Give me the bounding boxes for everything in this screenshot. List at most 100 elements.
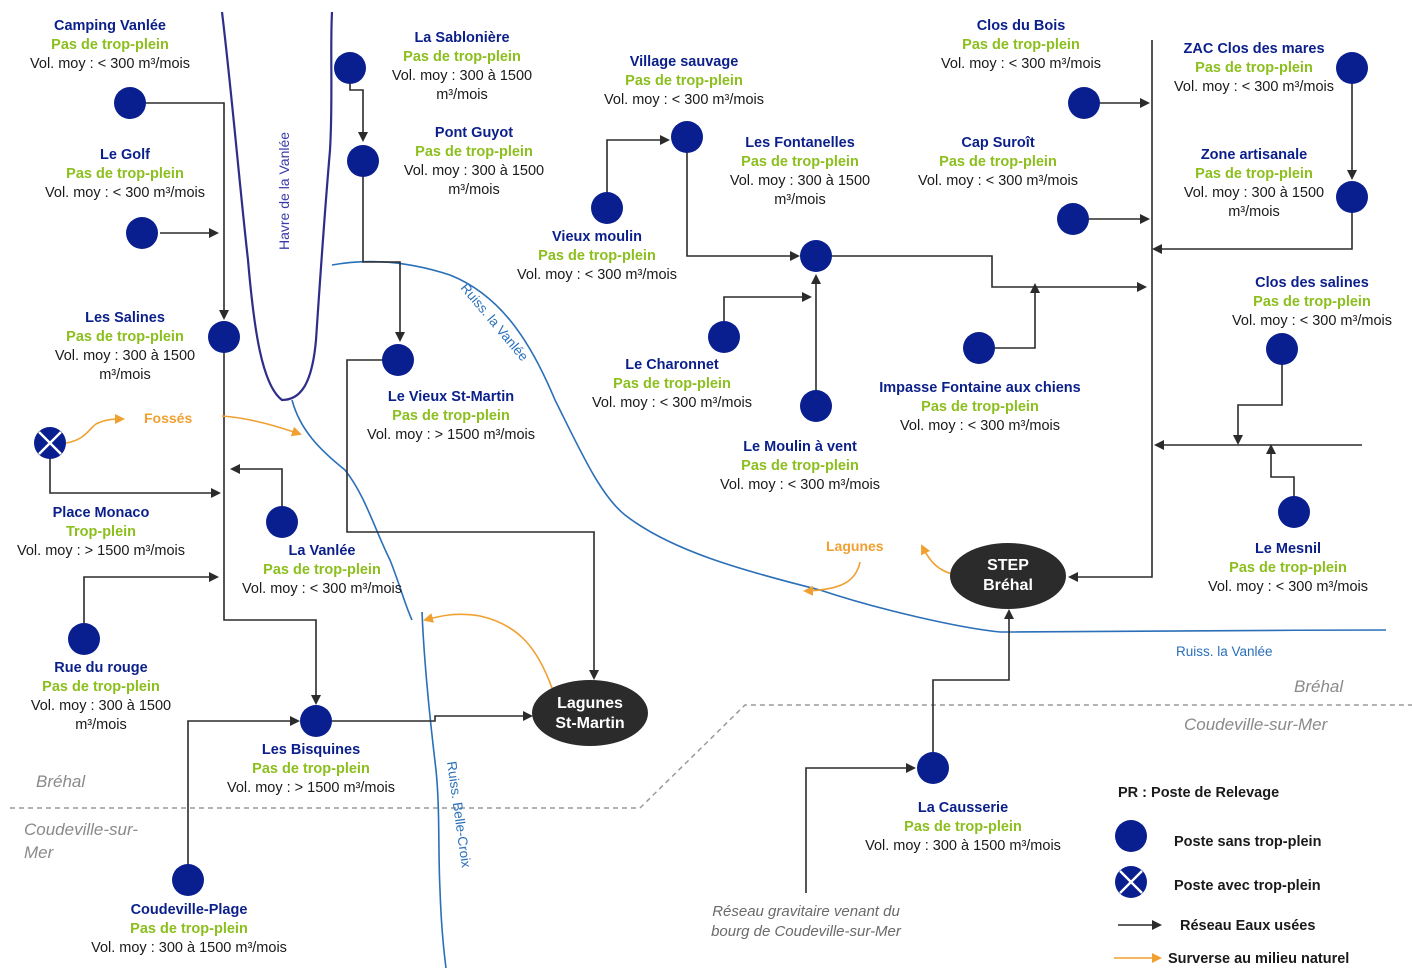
commune-boundary xyxy=(10,704,1412,809)
station-icon xyxy=(347,145,379,177)
station-name: Le Mesnil xyxy=(1255,541,1321,557)
station-volume-unit: m³/mois xyxy=(75,717,127,733)
station-name: Le Charonnet xyxy=(625,357,719,373)
legend-station-icon xyxy=(1115,820,1147,852)
station-volume: Vol. moy : 300 à 1500 xyxy=(730,173,870,189)
station-name: Pont Guyot xyxy=(435,125,513,141)
river-havre-outlet xyxy=(291,399,413,621)
legend: PR : Poste de Relevage Poste sans trop-p… xyxy=(1114,785,1349,967)
station-name: Village sauvage xyxy=(630,54,739,70)
station-volume: Vol. moy : < 300 m³/mois xyxy=(242,581,402,597)
station-icon xyxy=(334,52,366,84)
river-label-belle-croix: Ruiss. Belle-Croix xyxy=(444,760,474,869)
sewer-pipe-12 xyxy=(606,135,670,208)
sewer-pipe-22 xyxy=(1068,40,1153,582)
river-label-lower: Ruiss. la Vanlée xyxy=(1176,644,1273,659)
legend-network-label: Réseau Eaux usées xyxy=(1180,918,1315,934)
overflow-arrow-2 xyxy=(221,415,302,437)
station-icon xyxy=(671,121,703,153)
legend-overflow-label: Poste avec trop-plein xyxy=(1174,878,1321,894)
station-volume: Vol. moy : > 1500 m³/mois xyxy=(227,780,395,796)
station-name: Cap Suroît xyxy=(961,135,1034,151)
station-icon xyxy=(126,217,158,249)
station-volume: Vol. moy : < 300 m³/mois xyxy=(941,56,1101,72)
step-label: STEP xyxy=(987,557,1029,574)
station-volume: Vol. moy : < 300 m³/mois xyxy=(918,173,1078,189)
station-icon xyxy=(266,506,298,538)
station-icon xyxy=(208,321,240,353)
station-name: Clos du Bois xyxy=(977,18,1066,34)
sewer-pipe-27 xyxy=(805,763,916,893)
overflow-cross-icon xyxy=(38,431,62,455)
station-name: ZAC Clos des mares xyxy=(1183,41,1324,57)
station-volume: Vol. moy : < 300 m³/mois xyxy=(30,56,190,72)
legend-discharge-label: Surverse au milieu naturel xyxy=(1168,951,1349,967)
station-volume: Vol. moy : 300 à 1500 xyxy=(1184,185,1324,201)
station-volume: Vol. moy : < 300 m³/mois xyxy=(1174,79,1334,95)
station-volume: Vol. moy : 300 à 1500 xyxy=(392,68,532,84)
station-status: Pas de trop-plein xyxy=(1195,60,1313,76)
commune-label-coudeville-left: Coudeville-sur- xyxy=(24,820,138,839)
station-name: Le Vieux St-Martin xyxy=(388,389,514,405)
sewer-pipe-5 xyxy=(223,337,321,705)
station-volume: Vol. moy : < 300 m³/mois xyxy=(1208,579,1368,595)
station-status: Pas de trop-plein xyxy=(392,408,510,424)
station-name: La Sablonière xyxy=(414,30,509,46)
station-volume-unit: m³/mois xyxy=(774,192,826,208)
fosses-label: Fossés xyxy=(144,410,192,426)
station-name: Le Moulin à vent xyxy=(743,439,857,455)
station-status: Trop-plein xyxy=(66,524,136,540)
overflow-arrow-4 xyxy=(921,544,953,575)
river-label-upper: Ruiss. la Vanlée xyxy=(458,280,532,364)
station-name: Zone artisanale xyxy=(1201,147,1307,163)
sewer-pipe-25 xyxy=(1266,444,1295,512)
station-name: Vieux moulin xyxy=(552,229,642,245)
station-volume: Vol. moy : > 1500 m³/mois xyxy=(17,543,185,559)
station-icon xyxy=(1336,52,1368,84)
commune-label-brehal-right: Bréhal xyxy=(1294,677,1344,696)
station-icon xyxy=(172,864,204,896)
station-status: Pas de trop-plein xyxy=(263,562,381,578)
station-name: Rue du rouge xyxy=(54,660,147,676)
station-status: Pas de trop-plein xyxy=(538,248,656,264)
station-volume-unit: m³/mois xyxy=(1228,204,1280,220)
station-icon xyxy=(382,344,414,376)
sewer-pipe-17 xyxy=(979,283,1040,349)
sewer-pipe-26 xyxy=(932,609,1014,768)
station-status: Pas de trop-plein xyxy=(66,329,184,345)
sewer-pipe-14 xyxy=(816,255,1147,292)
station-icon xyxy=(800,240,832,272)
sewer-pipe-13 xyxy=(686,137,800,261)
overflow-arrow-1 xyxy=(65,414,125,444)
legend-title: PR : Poste de Relevage xyxy=(1118,785,1279,801)
station-status: Pas de trop-plein xyxy=(130,921,248,937)
sewer-pipe-7 xyxy=(230,464,283,522)
gravity-network-label: Réseau gravitaire venant du xyxy=(712,903,900,920)
step-town-label: Bréhal xyxy=(983,577,1033,594)
step-brehal-node xyxy=(950,543,1066,609)
station-status: Pas de trop-plein xyxy=(415,144,533,160)
station-name: Les Salines xyxy=(85,310,165,326)
station-volume: Vol. moy : < 300 m³/mois xyxy=(1232,313,1392,329)
station-status: Pas de trop-plein xyxy=(741,458,859,474)
sewer-pipe-8 xyxy=(83,572,219,639)
havre-label: Havre de la Vanlée xyxy=(276,132,292,250)
station-volume: Vol. moy : 300 à 1500 xyxy=(31,698,171,714)
lagunes-st-martin-node xyxy=(532,680,648,746)
station-volume: Vol. moy : 300 à 1500 m³/mois xyxy=(91,940,287,956)
station-name: Les Fontanelles xyxy=(745,135,855,151)
